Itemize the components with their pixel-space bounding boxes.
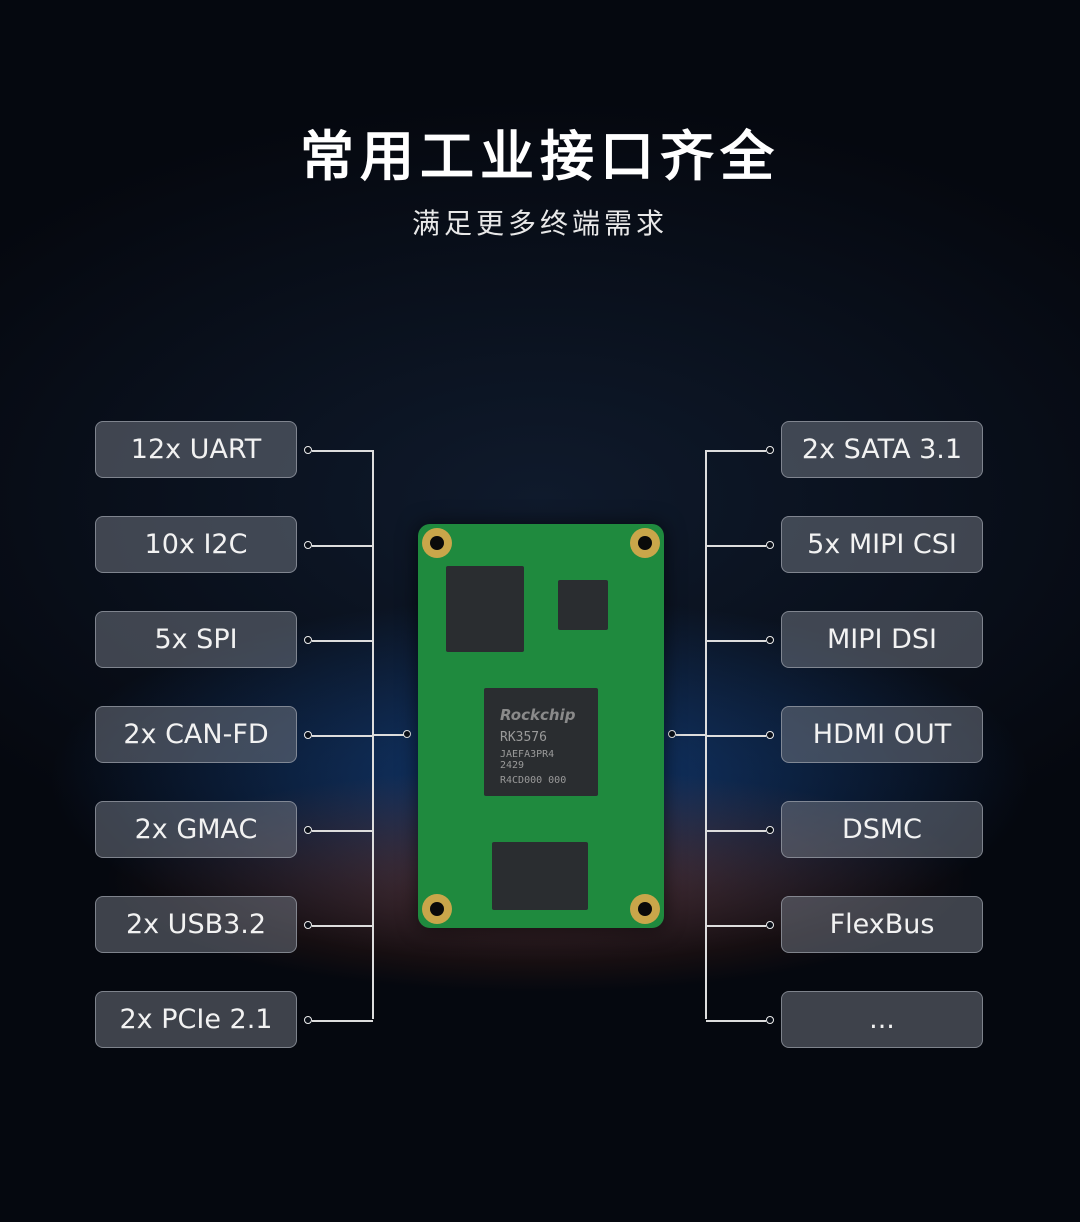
right-connector-line xyxy=(706,830,766,832)
right-connector-dot xyxy=(766,826,774,834)
left-connector-dot xyxy=(304,636,312,644)
left-connector-line xyxy=(312,925,373,927)
left-interface-box: 12x UART xyxy=(95,421,297,478)
mount-hole xyxy=(422,528,452,558)
right-connector-dot xyxy=(766,541,774,549)
left-connector-dot xyxy=(304,921,312,929)
right-interface-box: MIPI DSI xyxy=(781,611,983,668)
left-interface-box: 2x GMAC xyxy=(95,801,297,858)
right-interface-box: 2x SATA 3.1 xyxy=(781,421,983,478)
left-interface-box: 5x SPI xyxy=(95,611,297,668)
right-connector-dot xyxy=(766,1016,774,1024)
right-connector-line xyxy=(706,450,766,452)
nand-chip xyxy=(446,566,524,652)
mount-hole xyxy=(630,528,660,558)
left-connector-line xyxy=(312,735,373,737)
left-board-dot xyxy=(403,730,411,738)
left-interface-box: 2x PCIe 2.1 xyxy=(95,991,297,1048)
right-connector-dot xyxy=(766,446,774,454)
left-connector-trunk xyxy=(372,450,374,1019)
left-interface-box: 2x USB3.2 xyxy=(95,896,297,953)
left-interface-box: 10x I2C xyxy=(95,516,297,573)
mount-hole xyxy=(630,894,660,924)
mount-hole xyxy=(422,894,452,924)
soc-marking: R4CD000 000 xyxy=(500,775,567,786)
left-connector-line xyxy=(312,545,373,547)
left-connector-line xyxy=(312,1020,373,1022)
right-connector-dot xyxy=(766,921,774,929)
page-subtitle: 满足更多终端需求 xyxy=(411,207,668,240)
right-board-dot xyxy=(668,730,676,738)
left-interface-box: 2x CAN-FD xyxy=(95,706,297,763)
right-connector-line xyxy=(706,545,766,547)
left-connector-line xyxy=(312,830,373,832)
soc-marking: JAEFA3PR4 2429 xyxy=(500,749,555,771)
page-title: 常用工业接口齐全 xyxy=(300,125,780,188)
ram-chip xyxy=(492,842,588,910)
right-connector-line xyxy=(706,1020,766,1022)
right-interface-box: FlexBus xyxy=(781,896,983,953)
soc-model: RK3576 xyxy=(500,730,547,745)
right-interface-box: DSMC xyxy=(781,801,983,858)
soc-chip: Rockchip RK3576 JAEFA3PR4 2429 R4CD000 0… xyxy=(484,688,598,796)
right-interface-box: 5x MIPI CSI xyxy=(781,516,983,573)
right-connector-line xyxy=(706,735,766,737)
left-connector-line xyxy=(312,640,373,642)
left-connector-line xyxy=(312,450,373,452)
right-connector-branch xyxy=(676,734,706,736)
pmic-chip xyxy=(558,580,608,630)
right-connector-dot xyxy=(766,731,774,739)
left-connector-dot xyxy=(304,446,312,454)
right-interface-box: ... xyxy=(781,991,983,1048)
right-connector-line xyxy=(706,640,766,642)
som-board-image: Rockchip RK3576 JAEFA3PR4 2429 R4CD000 0… xyxy=(418,524,664,928)
soc-brand: Rockchip xyxy=(500,706,576,724)
left-connector-dot xyxy=(304,731,312,739)
left-connector-dot xyxy=(304,541,312,549)
right-connector-dot xyxy=(766,636,774,644)
right-interface-box: HDMI OUT xyxy=(781,706,983,763)
left-connector-branch xyxy=(373,734,405,736)
left-connector-dot xyxy=(304,1016,312,1024)
left-connector-dot xyxy=(304,826,312,834)
right-connector-line xyxy=(706,925,766,927)
